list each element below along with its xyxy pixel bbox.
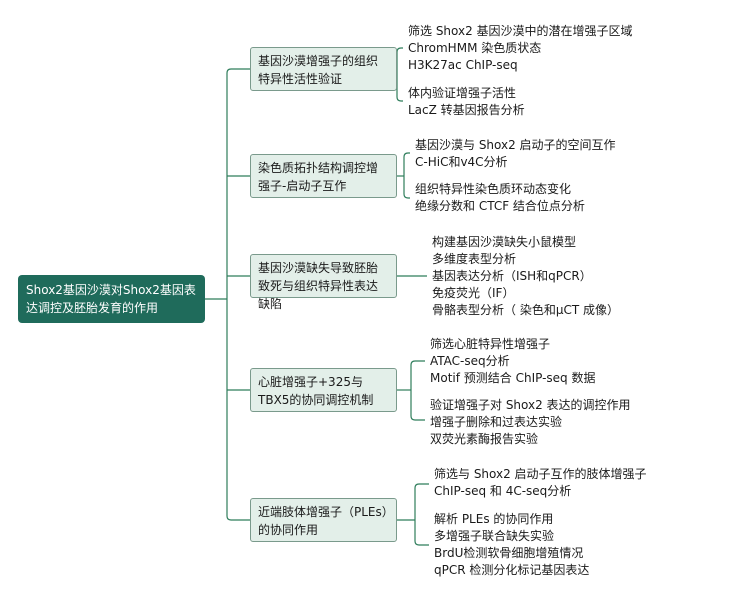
group-connector (396, 96, 403, 102)
leaf-text: Motif 预测结合 ChIP-seq 数据 (430, 371, 596, 385)
branch-node-3: 基因沙漠缺失导致胚胎致死与组织特异性表达缺陷 (250, 254, 397, 311)
leaf-text: 增强子删除和过表达实验 (430, 415, 563, 429)
leaf-text: ChromHMM 染色质状态 (408, 41, 542, 55)
group-connector (410, 415, 425, 421)
leaf-text: 双荧光素酶报告实验 (430, 432, 539, 446)
leaf-text: qPCR 检测分化标记基因表达 (434, 563, 590, 577)
leaf-text: 免疫荧光（IF） (432, 286, 515, 300)
group-connector (403, 152, 410, 158)
root-node: Shox2基因沙漠对Shox2基因表达调控及胚胎发育的作用 (18, 275, 205, 323)
group-connector (410, 360, 425, 366)
leaf-text: 多维度表型分析 (432, 252, 517, 266)
leaf-text: 骨骼表型分析（ 染色和μCT 成像） (432, 303, 619, 317)
branch-node-2: 染色质拓扑结构调控增强子-启动子互作 (250, 154, 397, 198)
leaf-text: 基因表达分析（ISH和qPCR） (432, 269, 592, 283)
group-connector (414, 483, 429, 489)
leaf-text: ChIP-seq 和 4C-seq分析 (434, 484, 572, 498)
leaf-text: 体内验证增强子活性 (408, 86, 517, 100)
leaf-text: 构建基因沙漠缺失小鼠模型 (432, 235, 577, 249)
branch-connector (226, 68, 250, 74)
leaf-text: C-HiC和v4C分析 (415, 155, 508, 169)
leaf-text: 组织特异性染色质环动态变化 (415, 182, 572, 196)
group-connector (403, 193, 410, 199)
leaf-text: H3K27ac ChIP-seq (408, 58, 518, 72)
leaf-text: 多增强子联合缺失实验 (434, 529, 555, 543)
leaf-text: 筛选 Shox2 基因沙漠中的潜在增强子区域 (408, 24, 633, 38)
group-connector (414, 540, 429, 546)
leaf-text: ATAC-seq分析 (430, 354, 510, 368)
leaf-text: LacZ 转基因报告分析 (408, 103, 525, 117)
leaf-text: 验证增强子对 Shox2 表达的调控作用 (430, 398, 631, 412)
leaf-text: 筛选与 Shox2 启动子互作的肢体增强子 (434, 467, 647, 481)
leaf-text: 筛选心脏特异性增强子 (430, 337, 551, 351)
branch-node-4: 心脏增强子+325与TBX5的协同调控机制 (250, 368, 397, 412)
branch-connector (226, 515, 250, 521)
branch-node-5: 近端肢体增强子（PLEs）的协同作用 (250, 498, 397, 542)
leaf-text: 绝缘分数和 CTCF 结合位点分析 (415, 199, 585, 213)
leaf-text: 解析 PLEs 的协同作用 (434, 512, 554, 526)
leaf-text: BrdU检测软骨细胞增殖情况 (434, 546, 584, 560)
group-connector (396, 47, 403, 53)
branch-node-1: 基因沙漠增强子的组织特异性活性验证 (250, 47, 397, 91)
leaf-text: 基因沙漠与 Shox2 启动子的空间互作 (415, 138, 616, 152)
